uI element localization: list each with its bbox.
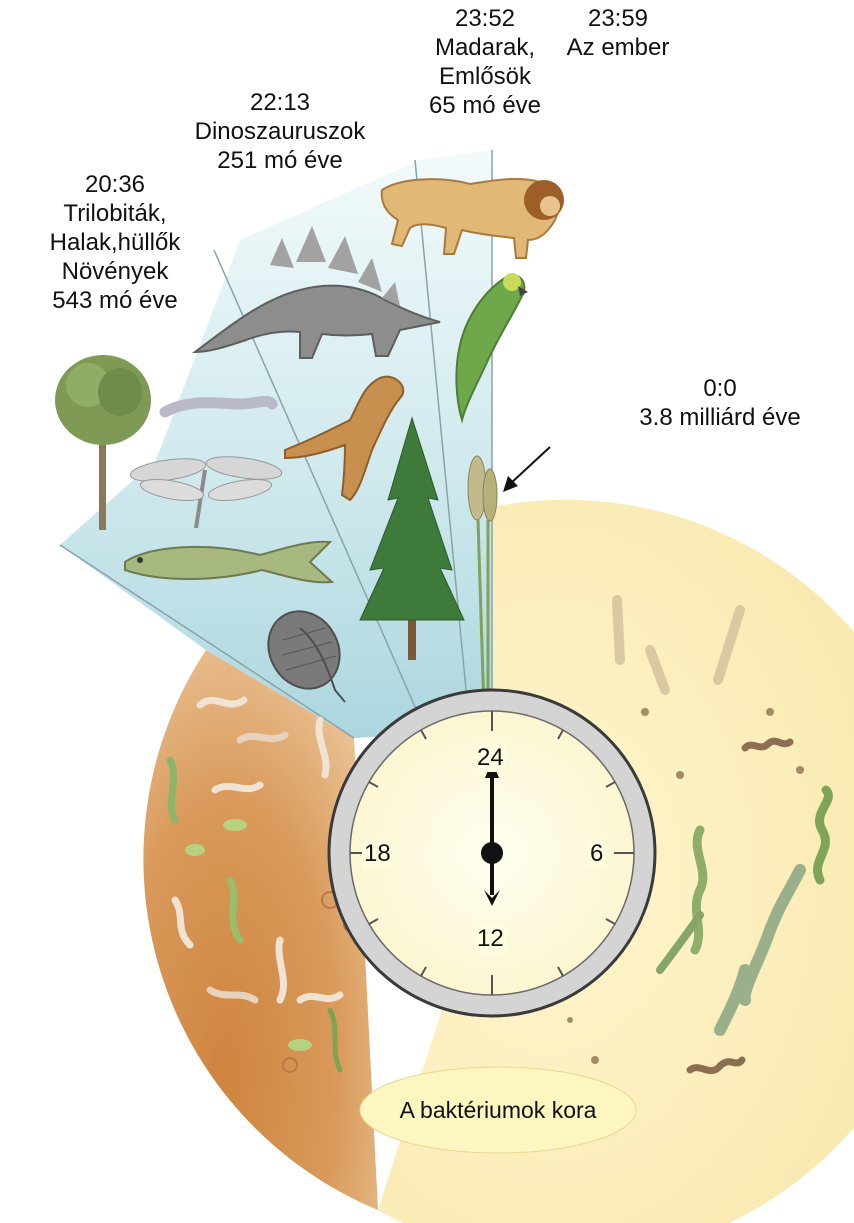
clock-number-6: 6 <box>588 840 605 868</box>
start-arrow <box>503 447 550 492</box>
label-20-36-line3: Növények <box>20 257 210 286</box>
label-22-13-line1: Dinoszauruszok <box>180 117 380 146</box>
label-20-36-line2: Halak,hüllők <box>20 228 210 257</box>
label-0-0-desc: 3.8 milliárd éve <box>600 403 840 432</box>
label-23-52-line2: Emlősök <box>410 62 560 91</box>
label-23-52: 23:52 Madarak, Emlősök 65 mó éve <box>410 4 560 120</box>
label-0-0: 0:0 3.8 milliárd éve <box>600 374 840 432</box>
bacteria-era-label: A baktériumok kora <box>360 1071 636 1149</box>
label-23-52-line3: 65 mó éve <box>410 91 560 120</box>
clock-number-12: 12 <box>475 925 506 953</box>
clock-number-24: 24 <box>475 744 506 772</box>
label-20-36-line1: Trilobiták, <box>20 199 210 228</box>
label-20-36-line4: 543 mó éve <box>20 286 210 315</box>
label-0-0-time: 0:0 <box>600 374 840 403</box>
hand-pivot <box>481 842 503 864</box>
label-23-52-time: 23:52 <box>410 4 560 33</box>
label-23-52-line1: Madarak, <box>410 33 560 62</box>
label-22-13-line2: 251 mó éve <box>180 146 380 175</box>
label-23-59-line1: Az ember <box>548 33 688 62</box>
label-23-59: 23:59 Az ember <box>548 4 688 62</box>
clock-number-18: 18 <box>362 840 393 868</box>
label-22-13-time: 22:13 <box>180 88 380 117</box>
label-20-36: 20:36 Trilobiták, Halak,hüllők Növények … <box>20 170 210 315</box>
label-22-13: 22:13 Dinoszauruszok 251 mó éve <box>180 88 380 175</box>
label-23-59-time: 23:59 <box>548 4 688 33</box>
